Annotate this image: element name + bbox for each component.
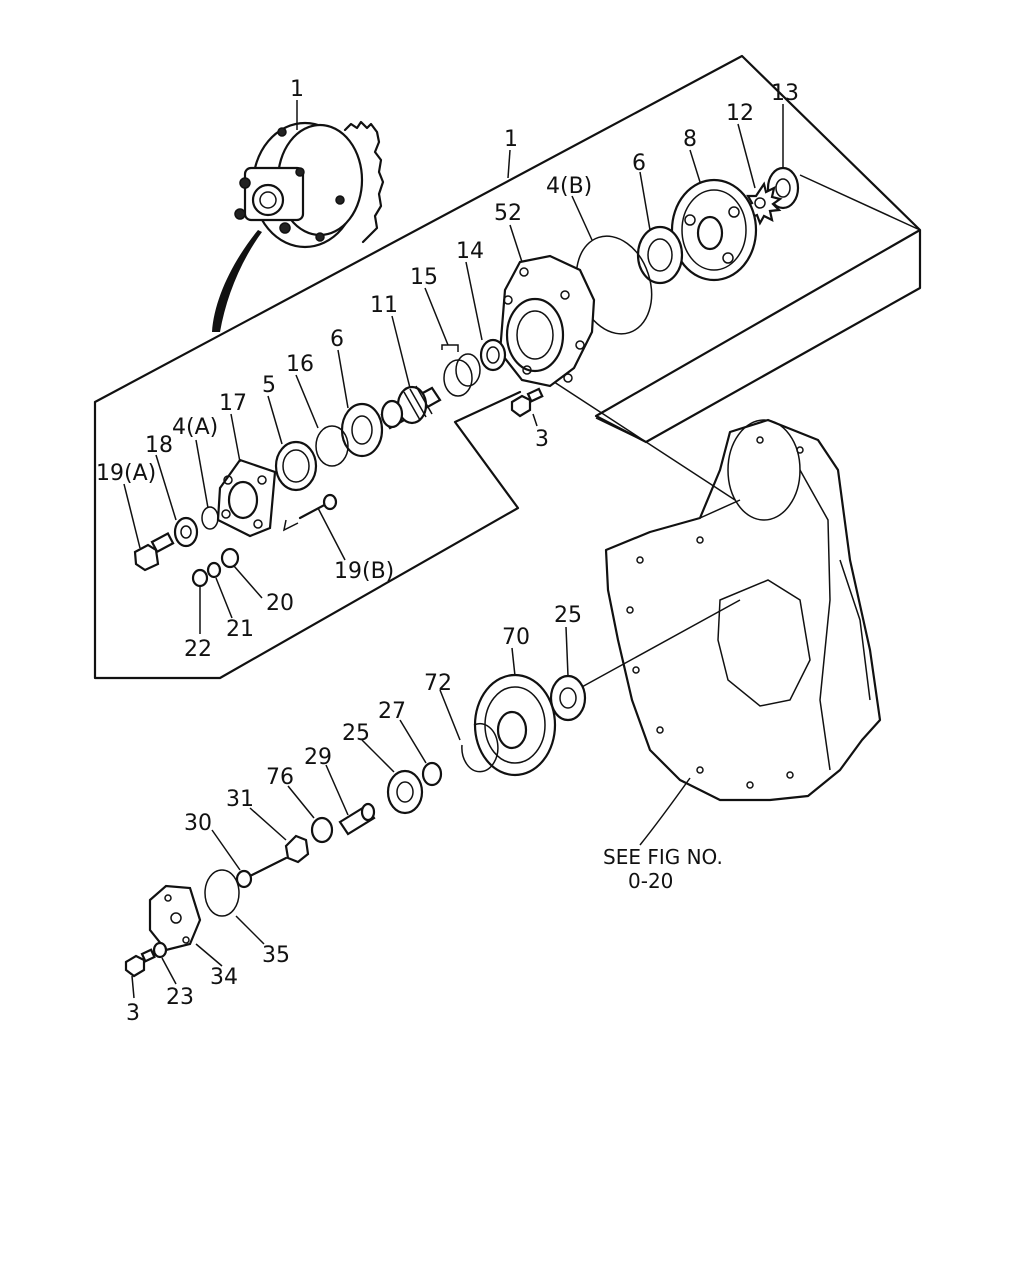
install-arrow bbox=[212, 230, 262, 332]
part-11-shaft bbox=[380, 385, 442, 430]
part-23-washer bbox=[152, 941, 168, 959]
label-23: 23 bbox=[166, 985, 194, 1010]
axis-line-top bbox=[799, 174, 921, 231]
part-3-bolt-lower bbox=[124, 948, 156, 978]
label-31: 31 bbox=[226, 787, 254, 812]
label-1-assembly: 1 bbox=[290, 77, 304, 102]
part-34-cover bbox=[148, 884, 202, 952]
label-21: 21 bbox=[226, 617, 254, 642]
label-15: 15 bbox=[410, 265, 438, 290]
part-15-snap-rings bbox=[441, 344, 481, 397]
label-6-lower: 6 bbox=[330, 327, 344, 352]
part-76-washer bbox=[310, 816, 334, 844]
group-boundary bbox=[93, 54, 922, 680]
label-5: 5 bbox=[262, 373, 276, 398]
label-25-upper: 25 bbox=[554, 603, 582, 628]
part-5-seal bbox=[274, 440, 318, 492]
label-8: 8 bbox=[683, 127, 697, 152]
label-14: 14 bbox=[456, 239, 484, 264]
part-8-gear bbox=[670, 178, 758, 282]
flywheel-housing bbox=[604, 418, 882, 802]
label-30: 30 bbox=[184, 811, 212, 836]
part-19b-stud bbox=[282, 493, 338, 532]
label-16: 16 bbox=[286, 352, 314, 377]
part-29-sleeve bbox=[338, 802, 376, 836]
axis-line-lower bbox=[579, 599, 741, 689]
label-34: 34 bbox=[210, 965, 238, 990]
part-6-bearing-lower bbox=[340, 402, 384, 458]
label-18: 18 bbox=[145, 433, 173, 458]
label-1-group: 1 bbox=[504, 127, 518, 152]
gear-assembly-illustration bbox=[234, 120, 385, 249]
label-76: 76 bbox=[266, 765, 294, 790]
label-20: 20 bbox=[266, 591, 294, 616]
part-3-bolt-upper bbox=[510, 387, 544, 418]
label-13: 13 bbox=[771, 81, 799, 106]
label-3-upper: 3 bbox=[535, 427, 549, 452]
part-6-bearing-upper bbox=[636, 225, 684, 285]
part-20-washer bbox=[220, 547, 240, 569]
label-52: 52 bbox=[494, 201, 522, 226]
label-27: 27 bbox=[378, 699, 406, 724]
part-52-housing bbox=[498, 254, 596, 388]
label-3-lower: 3 bbox=[126, 1001, 140, 1026]
see-fig-note-line2: 0-20 bbox=[628, 869, 673, 893]
label-6-upper: 6 bbox=[632, 151, 646, 176]
part-25-bearing-upper bbox=[549, 674, 587, 722]
part-35-o-ring bbox=[204, 869, 240, 917]
label-12: 12 bbox=[726, 101, 754, 126]
part-19a-bolt bbox=[133, 532, 175, 572]
label-25-lower: 25 bbox=[342, 721, 370, 746]
part-labels: 1 1 13 12 8 6 4(B) 52 14 15 11 6 16 5 17… bbox=[96, 77, 799, 1026]
label-29: 29 bbox=[304, 745, 332, 770]
part-22-nut bbox=[191, 568, 209, 588]
part-4a-o-ring bbox=[201, 506, 219, 530]
label-72: 72 bbox=[424, 671, 452, 696]
label-35: 35 bbox=[262, 943, 290, 968]
part-27-ring bbox=[421, 761, 443, 787]
part-16-ring bbox=[315, 425, 349, 467]
label-11: 11 bbox=[370, 293, 398, 318]
label-19a: 19(A) bbox=[96, 461, 156, 486]
boundary-seam bbox=[595, 417, 647, 443]
label-22: 22 bbox=[184, 637, 212, 662]
note-leader bbox=[639, 777, 691, 846]
part-14-ring bbox=[479, 338, 507, 372]
label-4a: 4(A) bbox=[172, 415, 218, 440]
label-70: 70 bbox=[502, 625, 530, 650]
part-21-washer bbox=[206, 561, 222, 579]
label-17: 17 bbox=[219, 391, 247, 416]
axis-line-upper bbox=[547, 377, 736, 501]
part-17-flange bbox=[216, 458, 277, 538]
see-fig-note-line1: SEE FIG NO. bbox=[603, 845, 723, 869]
part-30-bolt bbox=[235, 856, 288, 889]
part-31-nut bbox=[284, 834, 310, 864]
label-4b: 4(B) bbox=[546, 174, 592, 199]
part-18-washer bbox=[173, 516, 199, 548]
part-25-bearing-lower bbox=[386, 769, 424, 815]
part-70-gear bbox=[473, 673, 557, 777]
leader-lines bbox=[123, 100, 784, 999]
label-19b: 19(B) bbox=[334, 559, 394, 584]
part-72-snap-ring bbox=[461, 722, 499, 773]
